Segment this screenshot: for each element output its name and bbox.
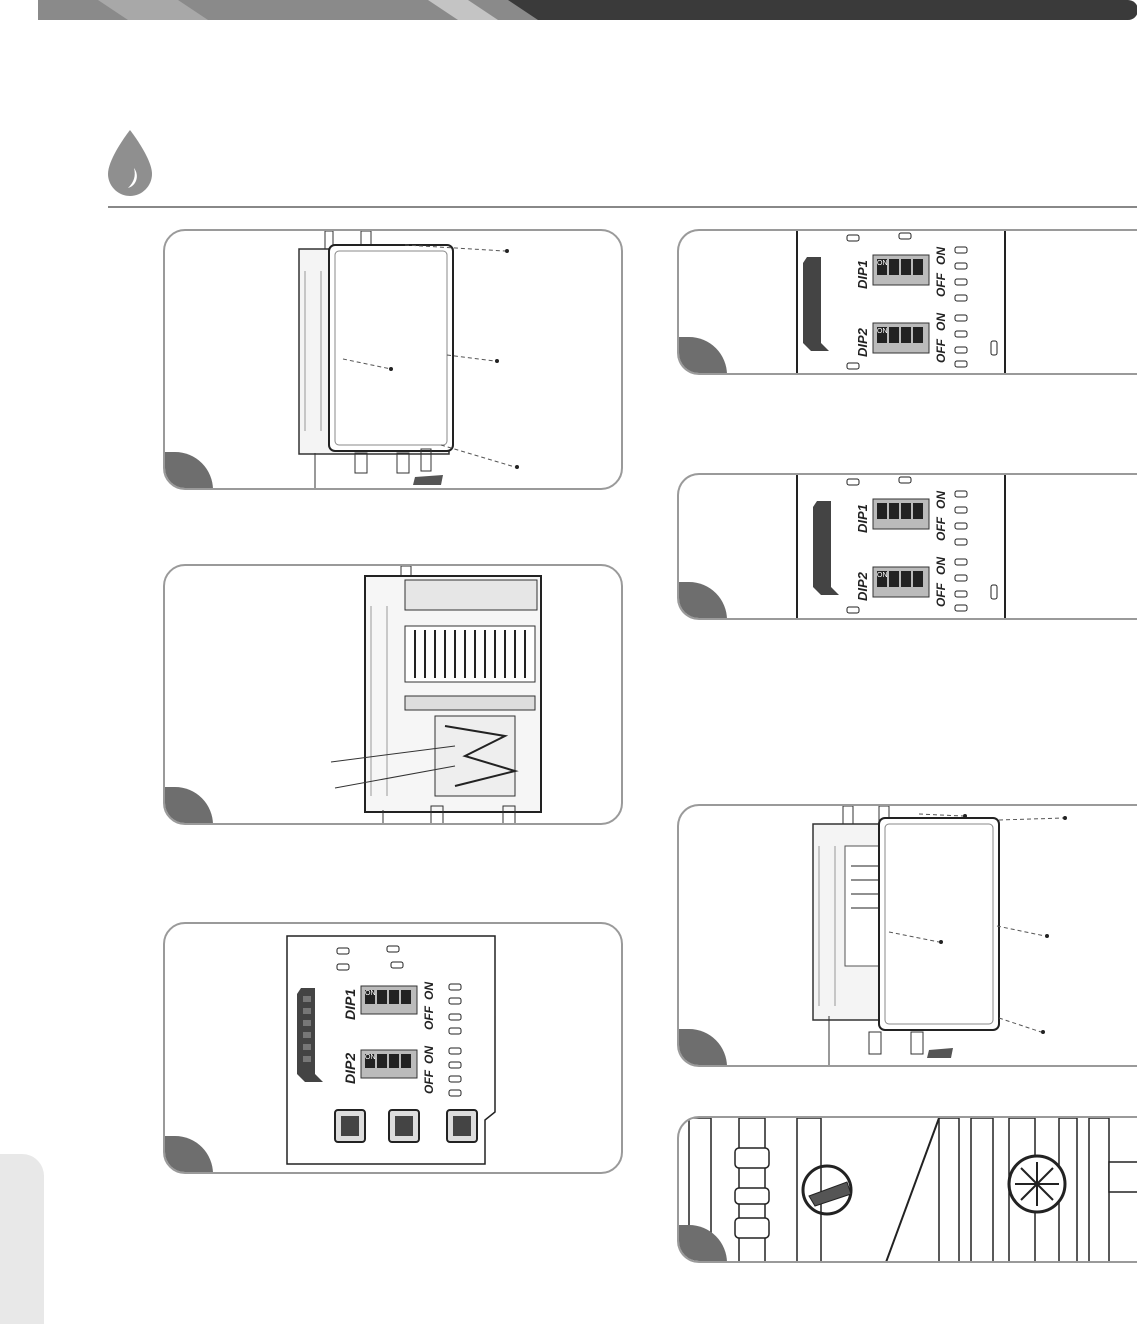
figure-cover-screws <box>163 229 623 490</box>
water-heater-cover-illustration <box>298 231 519 488</box>
dip-switch-detail-illustration: ON ON DIP1 DIP2 ON OFF ON OFF <box>796 231 1006 373</box>
svg-text:ON: ON <box>877 572 888 579</box>
header-bar <box>38 0 1137 20</box>
svg-text:OFF: OFF <box>934 582 948 607</box>
svg-text:DIP1: DIP1 <box>342 989 358 1020</box>
circuit-board-illustration: ON ON DIP1 DIP2 ON OFF ON OFF <box>286 935 496 1165</box>
svg-text:ON: ON <box>365 990 376 997</box>
figure-dip-detail-1: ON ON DIP1 DIP2 ON OFF ON OFF <box>677 229 1137 375</box>
svg-text:OFF: OFF <box>934 338 948 363</box>
figure-open-unit <box>163 564 623 825</box>
svg-text:DIP1: DIP1 <box>855 260 870 289</box>
water-heater-cover-illustration <box>812 806 1067 1065</box>
water-heater-internals-illustration <box>330 566 542 823</box>
svg-text:OFF: OFF <box>422 1005 436 1030</box>
figure-dip-detail-2: ON DIP1 DIP2 ON OFF ON OFF <box>677 473 1137 620</box>
svg-text:ON: ON <box>877 260 888 267</box>
svg-text:ON: ON <box>934 557 948 575</box>
svg-text:ON: ON <box>934 491 948 509</box>
figure-cover-reinstall <box>677 804 1137 1067</box>
svg-text:OFF: OFF <box>934 272 948 297</box>
svg-text:ON: ON <box>877 328 888 335</box>
valves-illustration <box>688 1118 1137 1261</box>
svg-text:ON: ON <box>365 1054 376 1061</box>
side-tab <box>0 1154 44 1324</box>
svg-text:OFF: OFF <box>422 1069 436 1094</box>
svg-text:DIP1: DIP1 <box>855 504 870 533</box>
dip-switch-detail-illustration: ON DIP1 DIP2 ON OFF ON OFF <box>796 475 1006 618</box>
svg-text:ON: ON <box>422 1046 436 1064</box>
svg-text:DIP2: DIP2 <box>855 571 870 601</box>
svg-text:OFF: OFF <box>934 516 948 541</box>
svg-text:ON: ON <box>934 247 948 265</box>
svg-text:DIP2: DIP2 <box>342 1053 358 1084</box>
svg-text:ON: ON <box>422 982 436 1000</box>
figure-pcb-full: ON ON DIP1 DIP2 ON OFF ON OFF <box>163 922 623 1174</box>
svg-text:DIP2: DIP2 <box>855 327 870 357</box>
figure-valves <box>677 1116 1137 1263</box>
section-divider <box>108 206 1137 208</box>
svg-text:ON: ON <box>934 313 948 331</box>
water-drop-icon <box>108 130 152 196</box>
